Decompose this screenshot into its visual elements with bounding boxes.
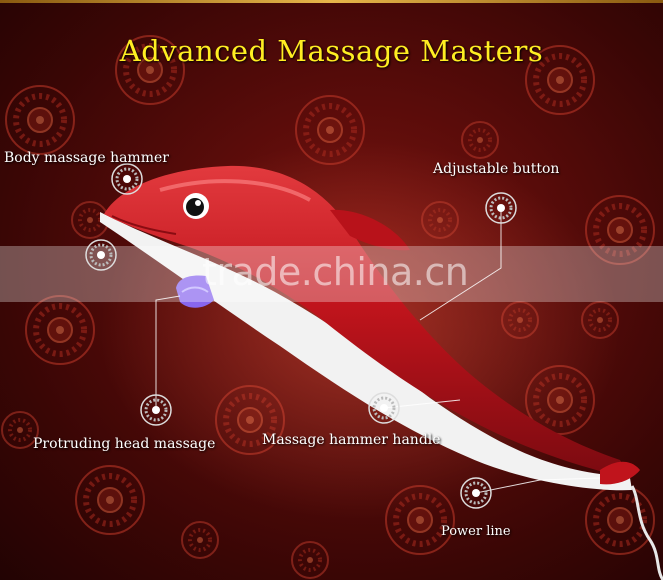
target-marker-icon [85, 239, 117, 271]
target-marker-icon [368, 392, 400, 424]
top-gold-border [0, 0, 663, 3]
label-power-line: Power line [441, 524, 511, 539]
label-adjustable-button: Adjustable button [433, 161, 560, 177]
label-protruding-head-massage: Protruding head massage [33, 436, 216, 452]
target-marker-icon [140, 394, 172, 426]
target-marker-icon [460, 477, 492, 509]
page-title: Advanced Massage Masters [119, 34, 544, 68]
target-marker-icon [485, 192, 517, 224]
label-massage-hammer-handle: Massage hammer handle [262, 432, 441, 448]
label-body-massage-hammer: Body massage hammer [4, 150, 169, 166]
target-marker-icon [111, 163, 143, 195]
watermark-text: trade.china.cn [202, 250, 469, 294]
